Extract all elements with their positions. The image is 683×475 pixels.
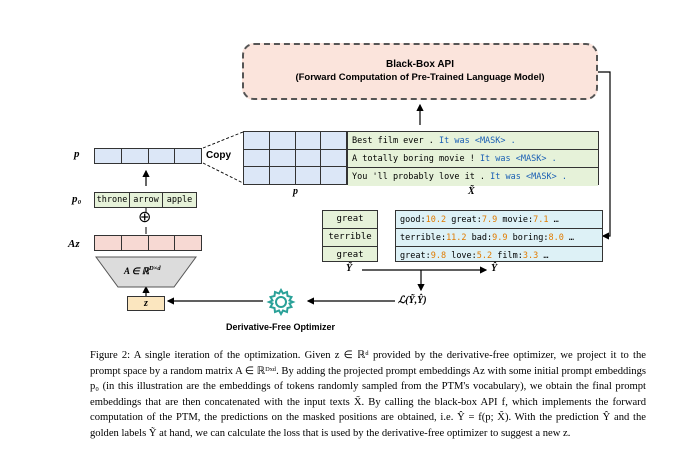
predictions-table: good:10.2 great:7.9 movie:7.1 … terrible… bbox=[395, 210, 603, 262]
label-y-tilde: Ỹ bbox=[346, 263, 353, 274]
matrix-label: A ∈ ℝD×d bbox=[124, 265, 161, 276]
input-row: Best film ever . It was <MASK> . bbox=[348, 132, 598, 150]
token-throne: throne bbox=[94, 192, 130, 208]
gear-icon bbox=[266, 287, 296, 317]
figure-caption: Figure 2: A single iteration of the opti… bbox=[90, 350, 646, 439]
token-apple: apple bbox=[163, 192, 197, 208]
copied-prompt-grid bbox=[243, 131, 347, 185]
prediction-row: good:10.2 great:7.9 movie:7.1 … bbox=[396, 211, 602, 229]
api-title: Black-Box API bbox=[386, 59, 454, 70]
latent-vector-z: z bbox=[127, 296, 165, 311]
label-p: p bbox=[74, 148, 80, 160]
projection-matrix-shape bbox=[95, 256, 197, 288]
label-az: Az bbox=[68, 238, 80, 250]
gold-labels-table: great terrible great bbox=[322, 210, 378, 262]
prediction-row: great:9.8 love:5.2 film:3.3 … bbox=[400, 251, 549, 261]
label-row: terrible bbox=[323, 229, 377, 247]
prediction-row: terrible:11.2 bad:9.9 boring:8.0 … bbox=[396, 229, 602, 247]
copy-label: Copy bbox=[206, 150, 231, 161]
arrow-api-to-predictions bbox=[598, 71, 611, 240]
projected-embedding-az bbox=[94, 235, 202, 251]
prompt-embedding-p bbox=[94, 148, 202, 164]
input-texts-table: Best film ever . It was <MASK> . A total… bbox=[347, 131, 599, 186]
label-row: great bbox=[336, 250, 364, 260]
optimizer-label: Derivative-Free Optimizer bbox=[226, 322, 336, 332]
initial-prompt-tokens: throne arrow apple bbox=[94, 192, 197, 208]
input-row: You 'll probably love it . It was <MASK>… bbox=[348, 168, 598, 186]
loss-label: ℒ(Ỹ,Ŷ) bbox=[398, 295, 427, 306]
black-box-api: Black-Box API (Forward Computation of Pr… bbox=[242, 43, 598, 100]
input-row: A totally boring movie ! It was <MASK> . bbox=[348, 150, 598, 168]
copy-line-bottom bbox=[202, 162, 244, 184]
plus-icon: ⊕ bbox=[138, 209, 152, 226]
token-arrow: arrow bbox=[130, 192, 163, 208]
copy-line-top bbox=[202, 131, 244, 149]
api-subtitle: (Forward Computation of Pre-Trained Lang… bbox=[295, 72, 545, 83]
label-p-copy: p bbox=[293, 186, 298, 197]
label-row: great bbox=[323, 211, 377, 229]
diagram-connectors bbox=[95, 71, 611, 305]
label-y-hat: Ŷ bbox=[491, 263, 498, 274]
label-p0: p₀ bbox=[72, 193, 82, 205]
label-x-tilde: X̃ bbox=[468, 186, 475, 197]
